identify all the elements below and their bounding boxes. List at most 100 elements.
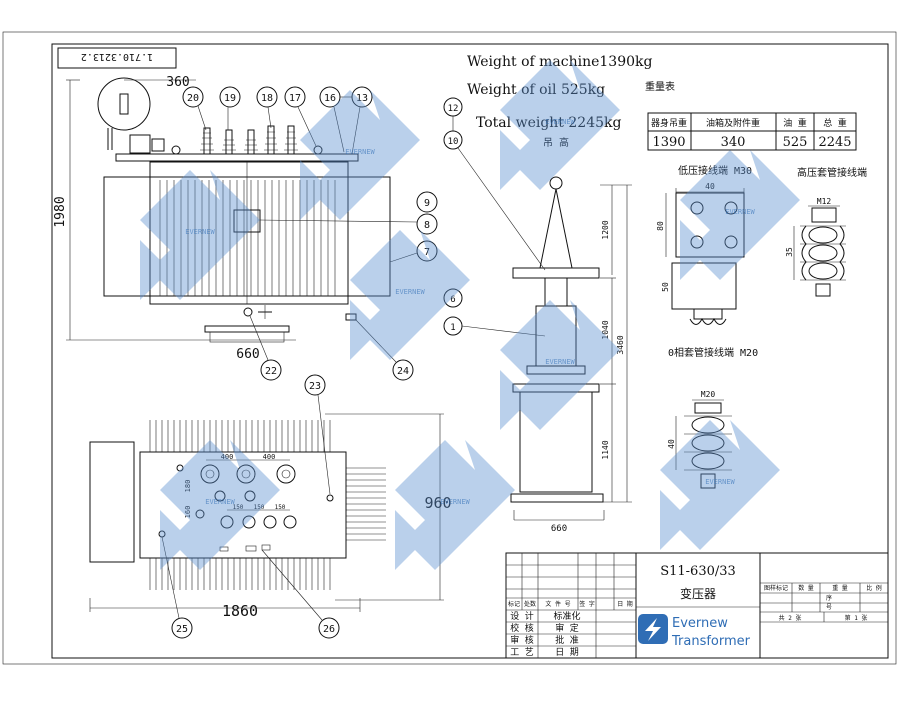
brand-watermark: EVERNEW	[300, 90, 420, 220]
callout-8: 8	[259, 213, 438, 235]
rt-header-weight: 重 量	[832, 584, 848, 592]
dim-base-width: 660	[236, 347, 259, 362]
callout-9: 9	[416, 191, 438, 213]
wt-header-2: 油箱及附件重	[706, 117, 760, 129]
callout-26: 26	[261, 549, 340, 639]
rt-header-qty: 数 量	[798, 584, 814, 592]
brand-name: Evernew	[672, 616, 728, 631]
brand-name-2: Transformer	[671, 634, 751, 649]
lv-terminal-detail: 低压接线端 M30 40 80 50	[656, 164, 752, 325]
watermark-text: EVERNEW	[395, 288, 425, 296]
callout-17: 17	[284, 86, 317, 147]
callout-20: 20	[182, 86, 207, 131]
lifting-hook	[549, 176, 563, 190]
dim-core-1040: 1040	[601, 320, 610, 339]
dim-core-3460: 3460	[616, 335, 625, 354]
dim-front-width: 360	[166, 75, 189, 90]
svg-text:24: 24	[397, 366, 409, 377]
callout-24: 24	[355, 319, 414, 381]
weight-table-title: 重量表	[645, 80, 675, 93]
watermark-text: EVERNEW	[345, 148, 375, 156]
model-number: S11-630/33	[660, 564, 736, 579]
svg-text:26: 26	[323, 624, 335, 635]
dim-core-660: 660	[551, 524, 567, 534]
inner-frame	[51, 43, 889, 659]
core-clamp-top	[512, 267, 600, 279]
dim-core-1140: 1140	[601, 440, 610, 459]
rev-header-date: 日 期	[617, 600, 633, 608]
rt-header-scale: 比 例	[866, 584, 882, 592]
radiator-fins	[159, 180, 336, 296]
front-view: 1980 360 660	[53, 75, 391, 362]
brand-watermark: EVERNEW	[680, 150, 800, 280]
plan-fins-top	[149, 420, 331, 452]
plan-fins-bot	[149, 558, 331, 590]
tank-body	[149, 161, 349, 305]
watermark-layer: EVERNEW EVERNEW EVERNEW EVERNEW EVERNEW EVERN…	[140, 60, 800, 570]
brand-watermark: EVERNEW	[395, 440, 515, 570]
dim-zero-40: 40	[667, 439, 676, 449]
wt-value-1: 1390	[652, 135, 685, 150]
brand-watermark: EVERNEW	[500, 300, 620, 430]
svg-text:25: 25	[176, 624, 188, 635]
callout-1: 1	[443, 316, 546, 337]
plan-callouts: 23 25 26	[161, 374, 340, 639]
hv-terminal-detail: 高压套管接线端 M12 35	[785, 166, 867, 297]
dim-plan-400: 400	[221, 453, 234, 461]
sign-standard: 标准化	[553, 610, 580, 622]
zero-terminal-detail: 0相套管接线端 M20 M20 40	[667, 346, 758, 489]
watermark-text: EVERNEW	[725, 208, 755, 216]
watermark-text: EVERNEW	[440, 498, 470, 506]
sign-date: 日 期	[555, 647, 578, 658]
svg-text:6: 6	[450, 295, 455, 305]
brand-watermark: EVERNEW	[140, 170, 260, 300]
watermark-text: EVERNEW	[545, 118, 575, 126]
rt-row-a: 序	[826, 594, 832, 602]
watermark-text: EVERNEW	[705, 478, 735, 486]
sheet-total: 共 2 张	[779, 614, 802, 622]
callout-13: 13	[340, 86, 373, 155]
rt-row-b: 号	[826, 604, 832, 611]
oil-weight: Weight of oil 525kg	[467, 82, 605, 98]
svg-text:20: 20	[187, 93, 199, 104]
dim-plan-180: 180	[184, 480, 192, 493]
svg-text:13: 13	[356, 93, 368, 104]
sign-design: 设 计	[510, 610, 533, 622]
machine-weight: Weight of machine1390kg	[467, 54, 652, 70]
wt-header-3: 油 重	[783, 117, 806, 129]
watermark-text: EVERNEW	[205, 498, 235, 506]
dim-plan-width: 1860	[222, 602, 258, 620]
sheet-number: 第 1 张	[845, 614, 868, 622]
dim-plan-160: 160	[184, 506, 192, 519]
dim-plan-150c: 150	[275, 504, 286, 511]
dim-plan-150b: 150	[254, 504, 265, 511]
callout-25: 25	[161, 536, 193, 639]
title-block: 标记 处数 文 件 号 签 字 日 期 设 计 标准化 校 核 审 定 审 核 …	[505, 552, 889, 659]
watermark-text: EVERNEW	[545, 358, 575, 366]
dim-lv-80: 80	[656, 221, 665, 231]
callout-22: 22	[249, 315, 282, 381]
dim-plan-400b: 400	[263, 453, 276, 461]
rev-header-sign: 签 字	[579, 600, 595, 608]
lifting-height-label: 吊 高	[543, 136, 569, 149]
wt-header-4: 总 重	[823, 117, 846, 129]
callout-7: 7	[389, 240, 438, 263]
brand-watermark: EVERNEW	[660, 420, 780, 550]
svg-text:9: 9	[424, 198, 430, 209]
weight-table: 器身吊重 油箱及附件重 油 重 总 重 1390 340 525 2245	[647, 112, 857, 151]
svg-text:17: 17	[289, 93, 301, 104]
lv-terminal-plate	[675, 192, 745, 258]
tank-shell	[519, 391, 593, 493]
dim-lv-40: 40	[705, 182, 715, 191]
tank-cover	[115, 153, 359, 162]
sign-approve1: 审 定	[555, 622, 578, 634]
svg-text:1: 1	[450, 323, 455, 333]
total-weight: Total weight 2245kg	[476, 115, 621, 131]
svg-text:18: 18	[261, 93, 273, 104]
zero-terminal-label: 0相套管接线端 M20	[668, 346, 758, 359]
drawing-code: 1.710.3213.2	[81, 51, 153, 62]
gas-relay	[129, 134, 151, 154]
wt-value-2: 340	[721, 135, 746, 150]
bushings	[171, 125, 323, 155]
brand-watermark: EVERNEW	[160, 440, 280, 570]
